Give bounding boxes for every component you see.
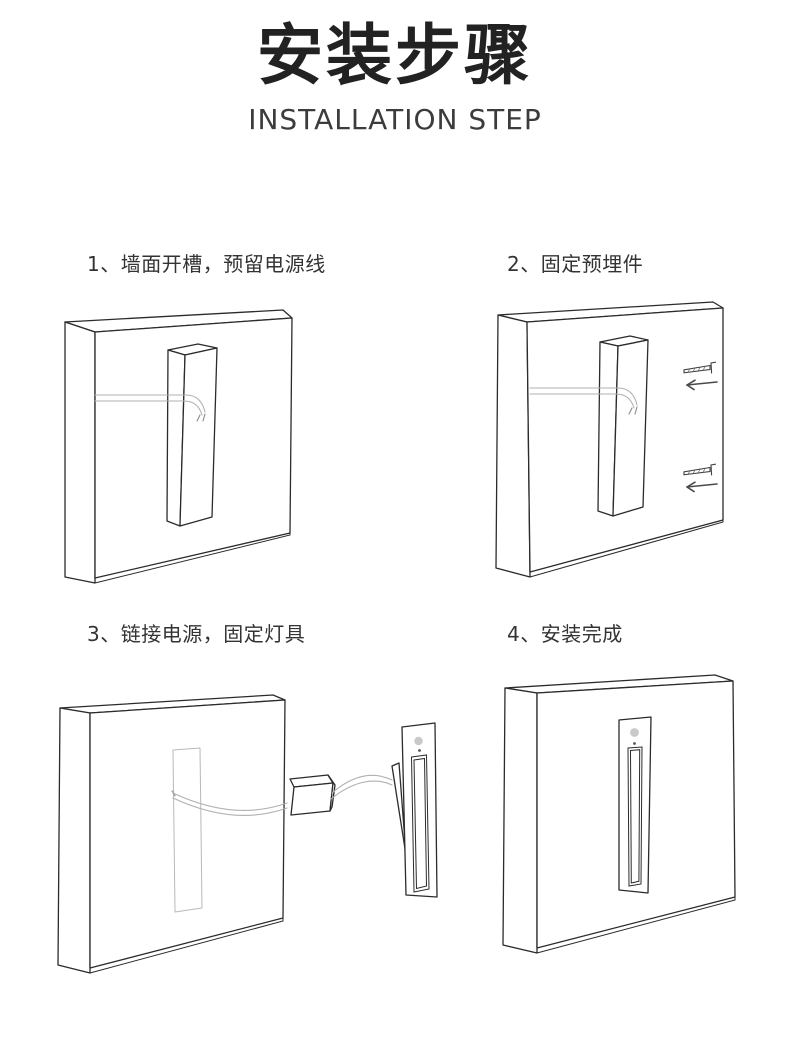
power-wire-line2 <box>94 400 203 416</box>
screw-icon <box>683 361 717 374</box>
wire-to-driver <box>172 792 288 811</box>
wall-left-face <box>64 321 96 584</box>
wire-to-lamp2 <box>330 780 393 800</box>
step1-label: 1、墙面开槽，预留电源线 <box>87 252 326 276</box>
embed-block-front <box>612 339 649 517</box>
lamp-faceplate <box>401 722 438 898</box>
step4-illustration-installed-lamp-icon <box>490 660 780 970</box>
wall-front-face <box>89 699 286 969</box>
wall-left-face <box>495 314 531 578</box>
wire-end-prong <box>628 407 633 415</box>
recess-slot-outline <box>172 747 203 913</box>
lamp-indicator-dot <box>418 749 421 752</box>
step4-drawing <box>502 674 736 954</box>
wire-to-lamp <box>331 774 393 794</box>
step4-label: 4、安装完成 <box>507 622 623 646</box>
lamp-indicator-dot <box>633 742 636 745</box>
wire-end-prong2 <box>634 406 638 415</box>
page-title: 安装步骤 <box>257 17 533 94</box>
lamp-light-window-outer <box>410 754 430 893</box>
lamp-light-window-outer <box>627 746 643 887</box>
power-wire-line <box>94 394 206 413</box>
lamp-sensor-circle <box>630 728 639 737</box>
arrow-left-icon <box>686 379 718 391</box>
wire-end-prong <box>196 414 201 422</box>
lamp-fixture <box>391 722 438 898</box>
step2-illustration-embedded-box-screws-icon <box>480 295 740 595</box>
wall-bottom-edge <box>536 896 736 954</box>
wall-left-face <box>502 687 538 954</box>
installed-lamp <box>618 716 652 894</box>
step3-label: 3、链接电源，固定灯具 <box>87 622 306 646</box>
lamp-housing-wedge <box>391 762 407 856</box>
lamp-light-window-inner <box>629 749 641 884</box>
wall-bottom-edge <box>529 519 724 578</box>
arrow-left-icon <box>686 481 718 493</box>
step3-drawing <box>57 694 438 974</box>
step1-drawing <box>64 309 293 584</box>
wire-end-prong2 <box>202 413 206 422</box>
step2-drawing <box>495 301 724 578</box>
step3-illustration-connect-power-icon <box>40 665 470 985</box>
wire-to-driver2 <box>172 797 288 816</box>
lamp-sensor-circle <box>414 736 423 746</box>
step1-illustration-wall-slot-wire-icon <box>50 295 320 595</box>
lamp-light-window-inner <box>413 757 428 890</box>
screw-icon <box>683 463 717 476</box>
slot-block-front <box>179 347 218 527</box>
wall-left-face <box>57 707 91 974</box>
lamp-faceplate <box>618 716 652 894</box>
power-wire-line2 <box>529 393 635 409</box>
page-subtitle: INSTALLATION STEP <box>248 103 542 136</box>
power-wire-line <box>529 387 638 406</box>
step2-label: 2、固定预埋件 <box>507 252 644 276</box>
driver-box <box>289 774 336 816</box>
wall-bottom-edge <box>94 532 291 584</box>
wall-bottom-edge <box>89 917 284 974</box>
